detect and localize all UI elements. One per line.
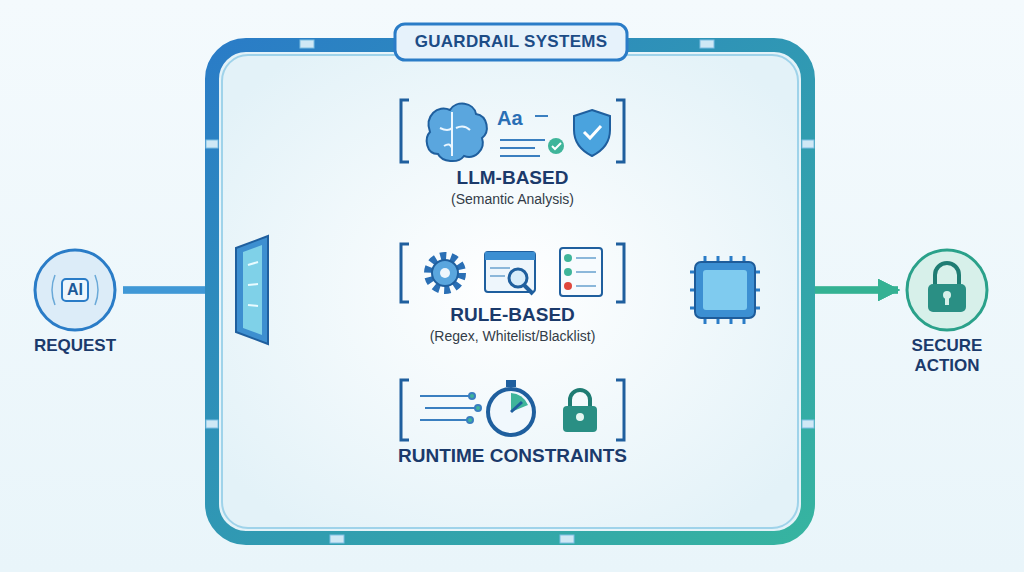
lock-icon bbox=[928, 263, 966, 312]
box-heading: RUNTIME CONSTRAINTS bbox=[395, 445, 630, 467]
icon-node: SECURE ACTION bbox=[899, 250, 995, 375]
box-subtitle: (Regex, Whitelist/Blacklist) bbox=[395, 328, 630, 344]
browser-search-icon bbox=[485, 252, 535, 294]
node-label: REQUEST bbox=[27, 336, 123, 356]
gear-icon bbox=[428, 256, 462, 290]
box-heading: RULE-BASED bbox=[395, 304, 630, 326]
padlock-icon bbox=[563, 390, 597, 432]
icon-node: AI REQUEST bbox=[27, 250, 123, 356]
box-subtitle: (Semantic Analysis) bbox=[395, 191, 630, 207]
processor-chip bbox=[690, 256, 760, 324]
shield-icon bbox=[574, 110, 610, 156]
request-circle bbox=[35, 250, 115, 330]
frame-inner bbox=[222, 55, 798, 528]
icon-text: Aa bbox=[497, 107, 523, 130]
icon-label: AI bbox=[61, 278, 89, 302]
group-title: GUARDRAIL SYSTEMS bbox=[415, 32, 608, 52]
brain-icon bbox=[427, 104, 487, 161]
method-box: RUNTIME CONSTRAINTS bbox=[395, 375, 630, 467]
secure-circle bbox=[907, 250, 987, 330]
node-label: SECURE ACTION bbox=[899, 336, 995, 375]
title-tab bbox=[395, 24, 627, 60]
frame-border bbox=[212, 45, 808, 538]
box-heading: LLM-BASED bbox=[395, 167, 630, 189]
checklist-icon bbox=[560, 248, 602, 296]
splitter-panel bbox=[236, 236, 268, 344]
stopwatch-icon bbox=[488, 380, 534, 435]
flow-lines bbox=[420, 393, 481, 423]
method-box: RULE-BASED (Regex, Whitelist/Blacklist) bbox=[395, 240, 630, 344]
